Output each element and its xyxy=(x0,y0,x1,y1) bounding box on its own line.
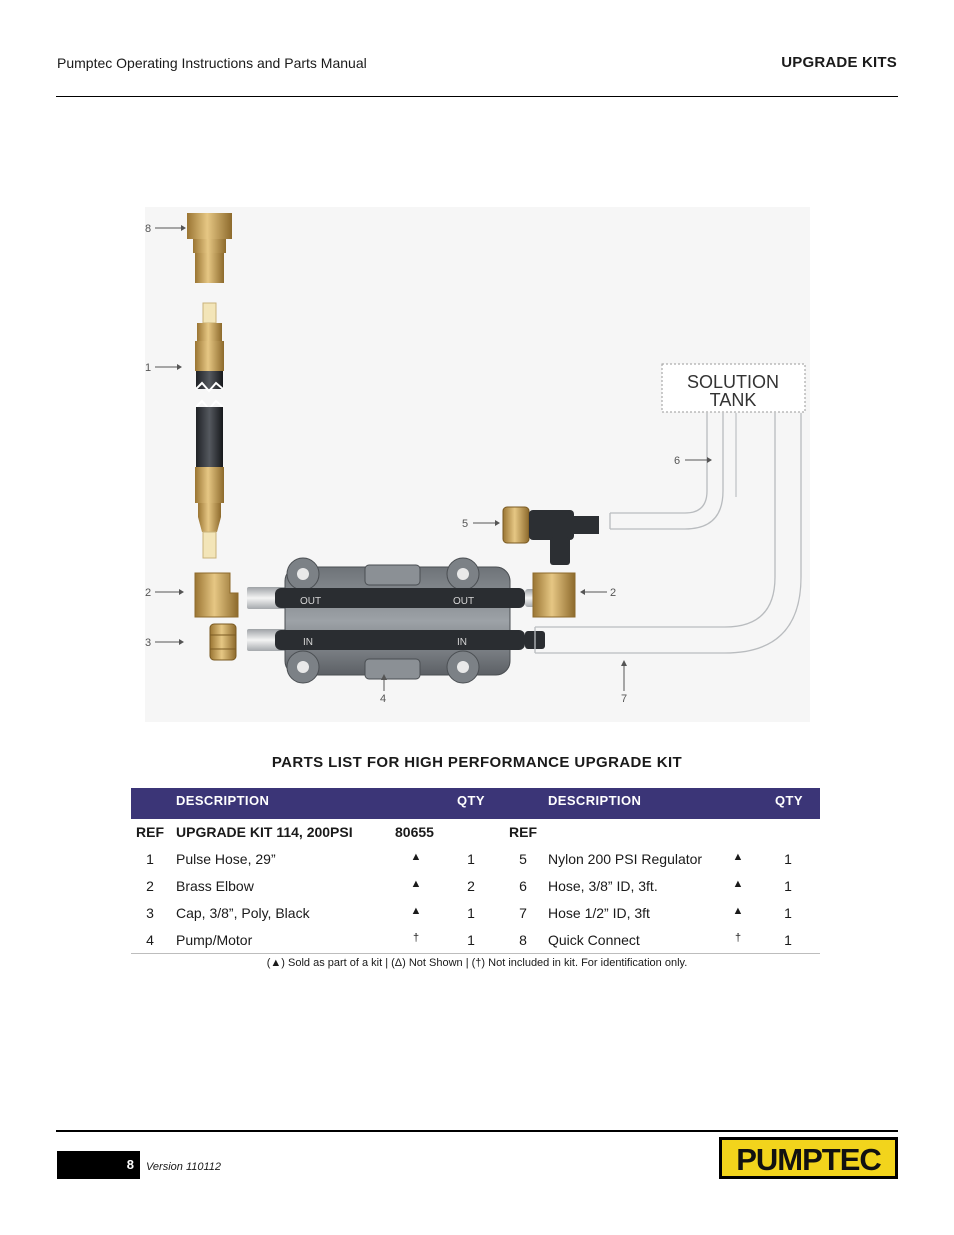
kit-status-mark: ▲ xyxy=(410,878,422,890)
callout-6: 6 xyxy=(674,455,680,467)
column-qty-right: QTY xyxy=(775,793,803,808)
part-qty: 1 xyxy=(467,851,475,867)
callout-3: 3 xyxy=(145,637,151,649)
page-number-box: 8 xyxy=(57,1151,140,1179)
part-description: Hose, 3/8” ID, 3ft. xyxy=(548,878,658,894)
regulator-part xyxy=(502,506,599,565)
ref-label-left: REF xyxy=(136,824,164,840)
callout-group: 8 1 2 3 4 5 2 6 7 xyxy=(145,223,712,705)
ref-number: 6 xyxy=(519,878,527,894)
ref-number: 8 xyxy=(519,932,527,948)
port-in-label-left: IN xyxy=(303,637,313,648)
header-divider xyxy=(56,96,898,97)
ref-number: 2 xyxy=(146,878,154,894)
kit-status-mark: ▲ xyxy=(732,878,744,890)
callout-2-left: 2 xyxy=(145,587,151,599)
column-description-right: DESCRIPTION xyxy=(548,793,642,808)
part-description: Nylon 200 PSI Regulator xyxy=(548,851,703,867)
section-title: UPGRADE KITS xyxy=(781,54,897,71)
tank-label-line1: SOLUTION xyxy=(687,372,779,392)
callout-8: 8 xyxy=(145,223,151,235)
table-row: 4 Pump/Motor † 1 8 Quick Connect † 1 xyxy=(131,927,820,954)
ref-number: 4 xyxy=(146,932,154,948)
kit-status-mark: ▲ xyxy=(410,905,422,917)
column-qty-left: QTY xyxy=(457,793,485,808)
part-description: Pump/Motor xyxy=(176,932,253,948)
kit-status-mark: ▲ xyxy=(410,851,422,863)
part-description: Pulse Hose, 29” xyxy=(176,851,276,867)
kit-row: REF UPGRADE KIT 114, 200PSI 80655 REF xyxy=(131,819,820,846)
brass-cap-part xyxy=(209,623,237,661)
part-description: Cap, 3/8”, Poly, Black xyxy=(176,905,310,921)
part-qty: 1 xyxy=(784,905,792,921)
pump-motor-part: OUT OUT IN IN xyxy=(247,557,545,684)
version-label: Version 110112 xyxy=(146,1161,222,1173)
ref-number: 3 xyxy=(146,905,154,921)
part-qty: 1 xyxy=(784,932,792,948)
brass-elbow-right xyxy=(532,572,576,618)
ref-number: 1 xyxy=(146,851,154,867)
part-description: Quick Connect xyxy=(548,932,640,948)
part-description: Hose 1/2” ID, 3ft xyxy=(548,905,650,921)
ref-label-right: REF xyxy=(509,824,537,840)
callout-2-right: 2 xyxy=(610,587,616,599)
tank-label-line2: TANK xyxy=(710,390,757,410)
port-out-label-right: OUT xyxy=(453,596,474,607)
parts-list-title: PARTS LIST FOR HIGH PERFORMANCE UPGRADE … xyxy=(271,754,683,771)
port-out-label-left: OUT xyxy=(300,596,321,607)
parts-table-header: DESCRIPTION QTY DESCRIPTION QTY xyxy=(131,788,820,819)
callout-7: 7 xyxy=(621,693,627,705)
kit-status-mark: † xyxy=(412,932,420,944)
quick-connect-part xyxy=(187,213,232,283)
kit-number: 80655 xyxy=(395,824,434,840)
kit-status-mark: † xyxy=(734,932,742,944)
part-qty: 1 xyxy=(784,851,792,867)
part-qty: 2 xyxy=(467,878,475,894)
table-row: 2 Brass Elbow ▲ 2 6 Hose, 3/8” ID, 3ft. … xyxy=(131,873,820,900)
part-qty: 1 xyxy=(467,905,475,921)
logo-text: PUMPTEC xyxy=(736,1142,881,1177)
table-bottom-rule xyxy=(131,953,820,954)
part-qty: 1 xyxy=(784,878,792,894)
callout-5: 5 xyxy=(462,518,468,530)
hose-3-8-part xyxy=(609,413,724,530)
kit-status-mark: ▲ xyxy=(732,851,744,863)
ref-number: 5 xyxy=(519,851,527,867)
callout-4: 4 xyxy=(380,693,386,705)
part-qty: 1 xyxy=(467,932,475,948)
port-in-label-right: IN xyxy=(457,637,467,648)
pulse-hose-part xyxy=(195,302,224,559)
table-legend: (▲) Sold as part of a kit | (Δ) Not Show… xyxy=(266,957,688,969)
pumptec-logo: PUMPTEC xyxy=(719,1137,898,1179)
callout-1: 1 xyxy=(145,362,151,374)
page-number: 8 xyxy=(126,1157,134,1172)
part-description: Brass Elbow xyxy=(176,878,254,894)
solution-tank-label: SOLUTION TANK xyxy=(661,363,806,413)
ref-number: 7 xyxy=(519,905,527,921)
footer-divider xyxy=(56,1130,898,1132)
upgrade-kit-diagram: OUT OUT IN IN SOLUTION TANK 8 xyxy=(145,207,810,722)
brass-elbow-left xyxy=(194,572,239,618)
kit-name: UPGRADE KIT 114, 200PSI xyxy=(176,824,353,840)
parts-table: DESCRIPTION QTY DESCRIPTION QTY REF UPGR… xyxy=(131,788,820,954)
column-description-left: DESCRIPTION xyxy=(176,793,270,808)
kit-status-mark: ▲ xyxy=(732,905,744,917)
table-row: 3 Cap, 3/8”, Poly, Black ▲ 1 7 Hose 1/2”… xyxy=(131,900,820,927)
hose-1-2-part xyxy=(534,413,802,654)
table-row: 1 Pulse Hose, 29” ▲ 1 5 Nylon 200 PSI Re… xyxy=(131,846,820,873)
manual-title: Pumptec Operating Instructions and Parts… xyxy=(57,55,367,71)
